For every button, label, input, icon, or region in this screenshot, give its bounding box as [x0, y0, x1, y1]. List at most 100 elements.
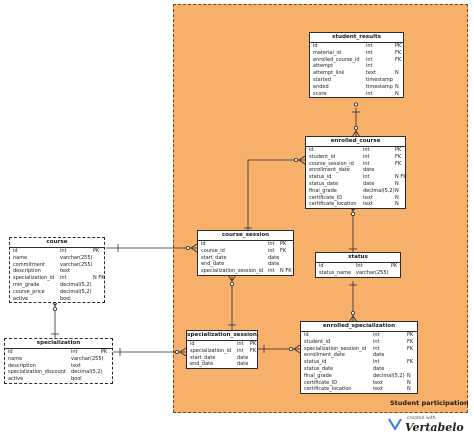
- column-name: end_date: [201, 261, 225, 268]
- column-key: PK: [93, 248, 100, 254]
- column-type: int: [71, 349, 78, 355]
- entity-row: enrollment_date date: [306, 167, 405, 174]
- column-name: course_price: [13, 288, 45, 295]
- column-type: date: [373, 365, 385, 372]
- column-name: specialization_id: [190, 347, 232, 354]
- column-type: bool: [71, 376, 82, 383]
- column-type: date: [363, 167, 375, 174]
- column-key: PK: [280, 241, 287, 247]
- column-key: N FK: [280, 268, 292, 275]
- column-type: int: [373, 338, 380, 345]
- column-name: enrollment_date: [309, 167, 350, 174]
- column-key: N: [395, 70, 399, 77]
- entity-row: end_date date: [198, 261, 293, 268]
- column-key: N: [407, 372, 411, 379]
- column-name: id: [13, 248, 18, 254]
- column-name: description: [8, 362, 36, 369]
- column-key: FK: [407, 359, 414, 366]
- column-name: student_id: [309, 153, 336, 160]
- column-type: int: [356, 263, 363, 269]
- column-key: N: [407, 379, 411, 386]
- column-type: text: [373, 386, 383, 393]
- column-key: FK: [407, 345, 414, 352]
- column-name: final_grade: [304, 372, 332, 379]
- column-type: bool: [60, 295, 71, 302]
- entity-title: status: [316, 253, 400, 263]
- column-type: int: [363, 160, 370, 167]
- entity-title: specialization: [5, 339, 112, 349]
- column-key: N: [395, 90, 399, 97]
- entity-title: enrolled_course: [306, 137, 405, 147]
- column-name: student_id: [304, 338, 331, 345]
- column-type: int: [366, 56, 373, 63]
- column-key: FK: [395, 153, 402, 160]
- column-type: date: [373, 352, 385, 359]
- column-type: int: [373, 345, 380, 352]
- entity-row: active bool: [5, 376, 112, 383]
- column-name: ended: [313, 83, 329, 90]
- column-name: active: [8, 376, 24, 383]
- column-name: name: [8, 355, 23, 362]
- column-key: FK: [395, 56, 402, 63]
- column-key: FK: [395, 160, 402, 167]
- column-type: decimal(5,2): [373, 372, 405, 379]
- column-key: N: [395, 180, 399, 187]
- column-name: end_date: [190, 361, 214, 368]
- column-type: date: [268, 261, 280, 268]
- column-key: N: [395, 201, 399, 208]
- column-key: FK: [395, 49, 402, 56]
- column-type: date: [237, 354, 249, 361]
- entity-title: student_results: [310, 33, 403, 43]
- column-name: start_date: [201, 254, 227, 261]
- column-type: text: [366, 70, 376, 77]
- column-name: status_id: [309, 174, 332, 181]
- column-type: int: [363, 153, 370, 160]
- column-type: int: [363, 174, 370, 181]
- column-key: PK: [101, 349, 108, 355]
- column-type: int: [366, 90, 373, 97]
- rel-enrolled-session: [247, 159, 305, 232]
- column-type: varchar(255): [60, 254, 93, 261]
- column-key: N FK: [93, 275, 105, 282]
- column-name: status_date: [309, 180, 339, 187]
- column-name: specialization_id: [13, 275, 55, 282]
- entity-title: course: [10, 238, 104, 248]
- column-name: started: [313, 76, 331, 83]
- column-key: N: [395, 187, 399, 194]
- entity-row: final_grade decimal(5,2)N: [301, 373, 417, 380]
- column-key: N: [407, 386, 411, 393]
- column-name: score: [313, 90, 327, 97]
- column-name: specialization_session_id: [304, 345, 367, 352]
- column-name: certificate_location: [304, 386, 352, 393]
- column-name: specialization_session_id: [201, 268, 264, 275]
- column-type: text: [363, 201, 373, 208]
- column-name: course_id: [201, 247, 225, 254]
